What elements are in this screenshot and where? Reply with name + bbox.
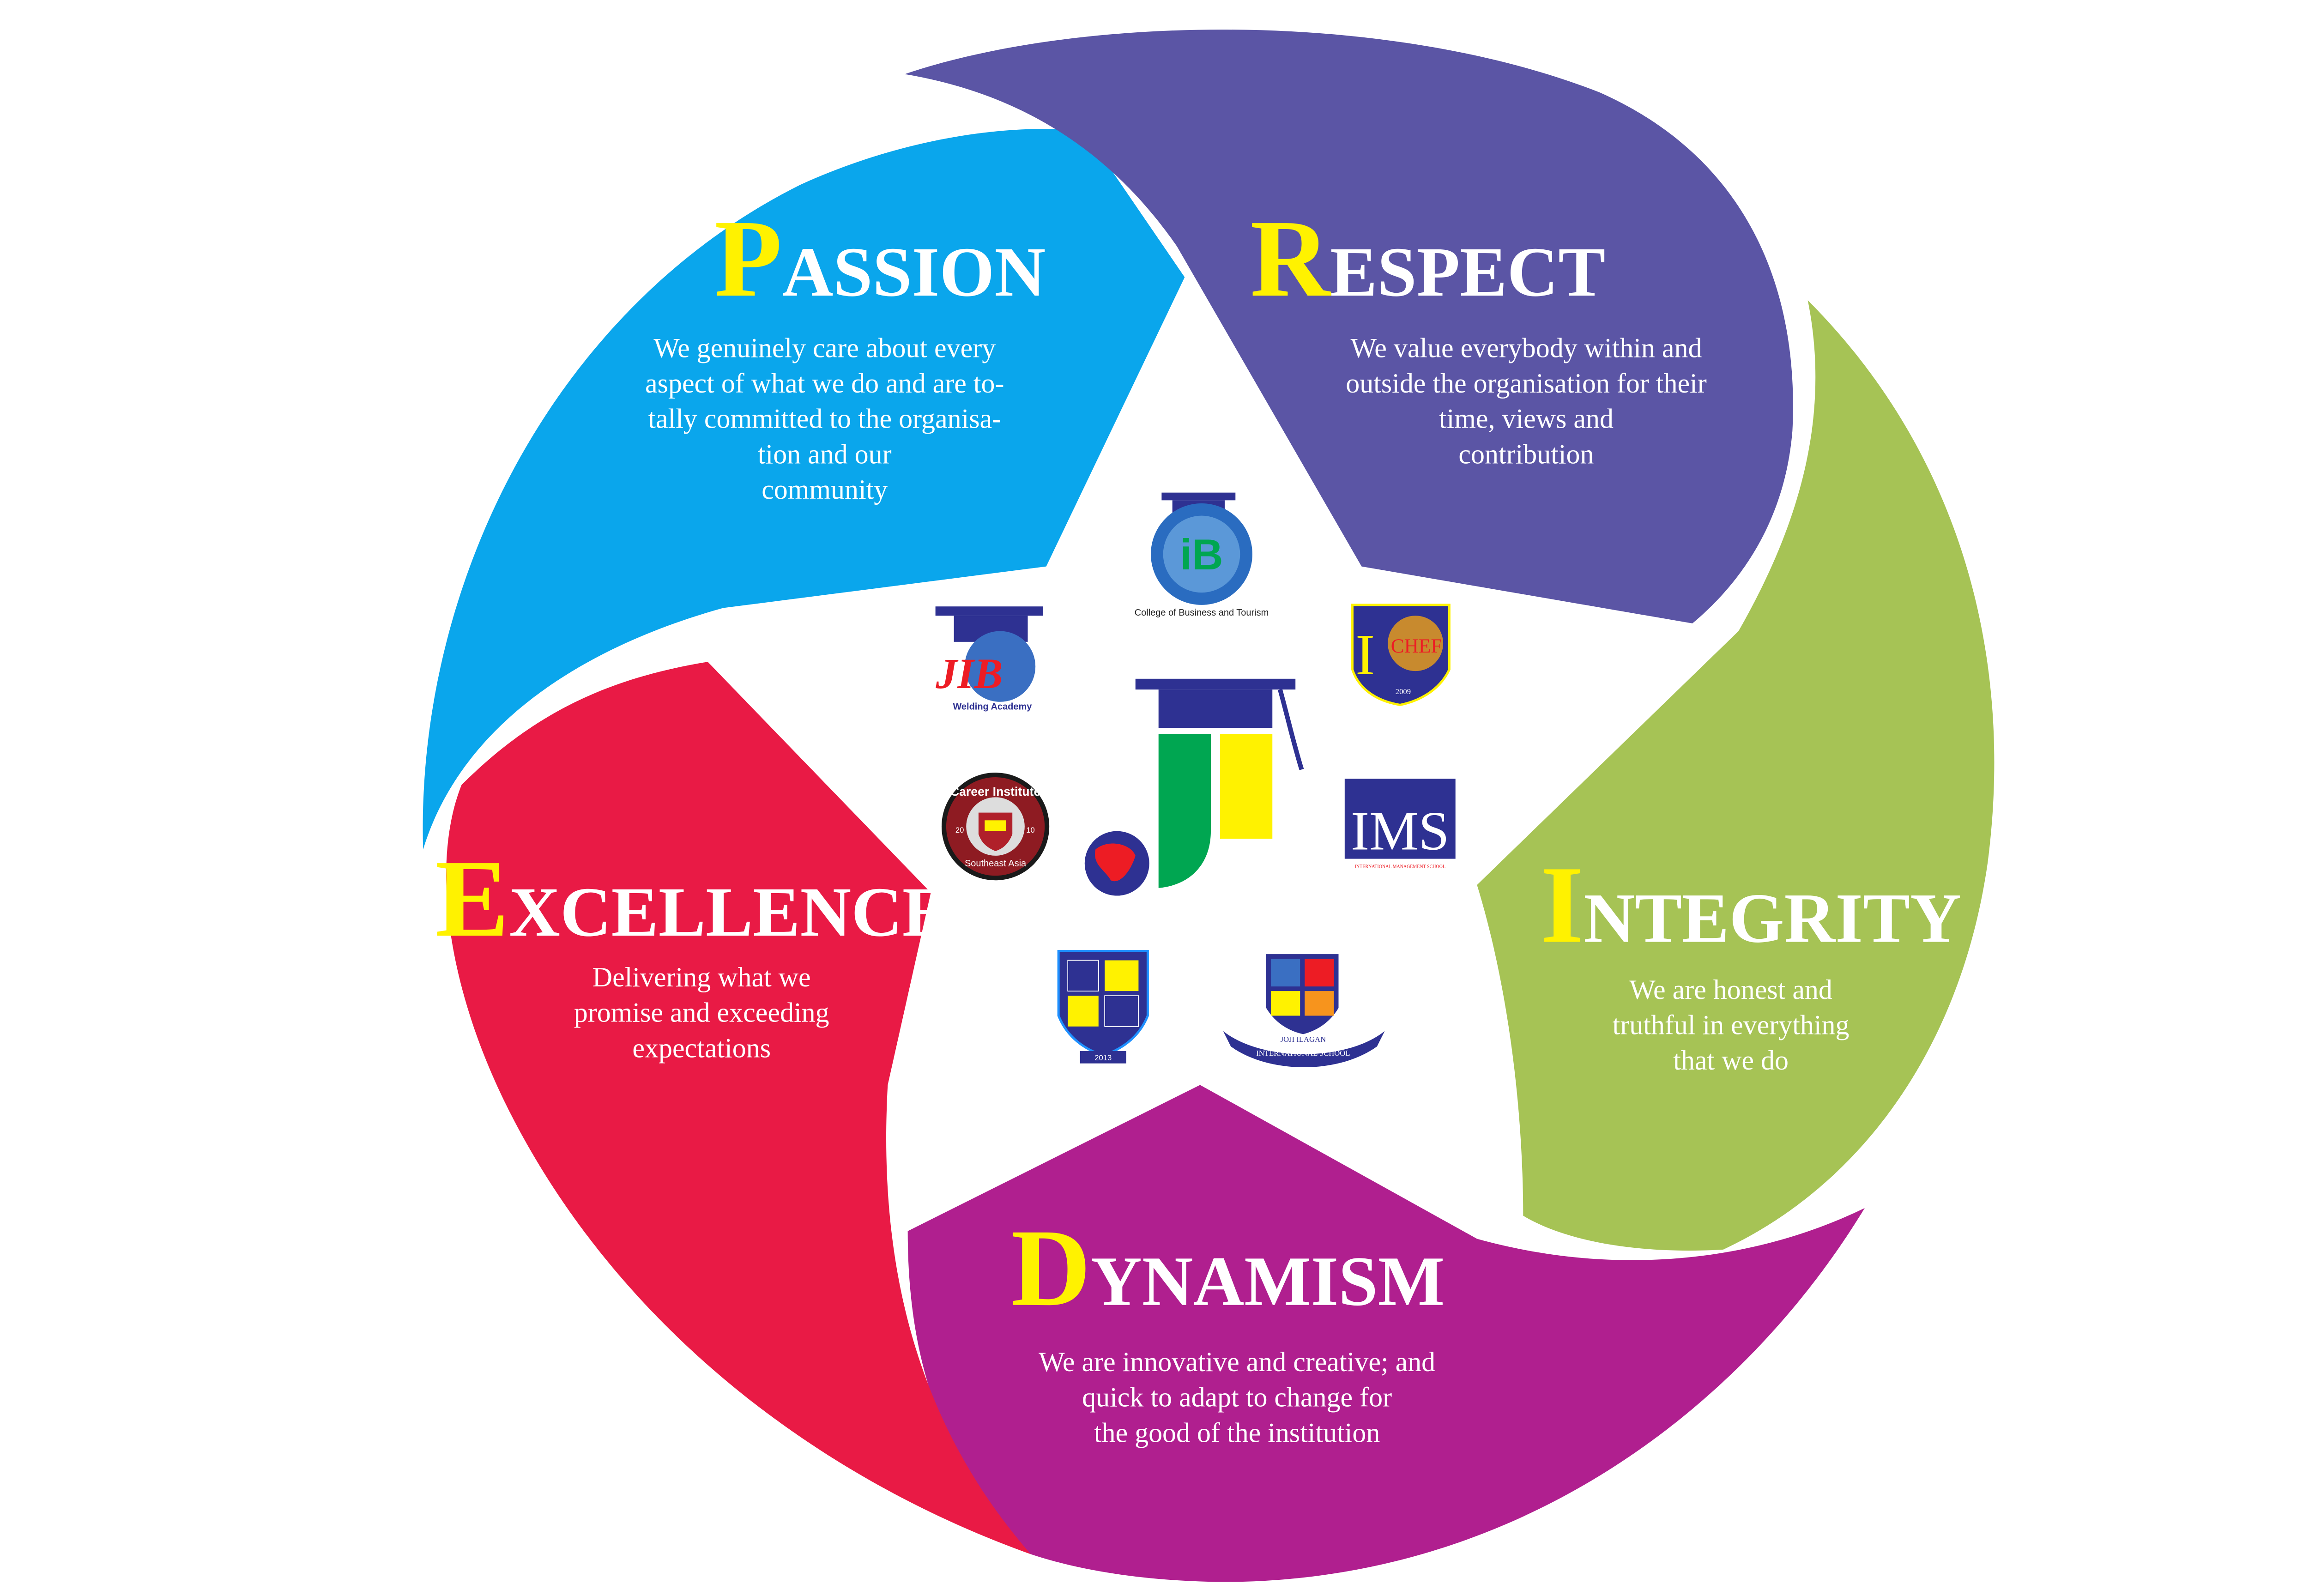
svg-text:INTERNATIONAL SCHOOL: INTERNATIONAL SCHOOL [1256,1049,1350,1058]
petal-excellence [446,662,1031,1554]
petal-dynamism [907,1085,1865,1582]
petal-integrity [1477,300,1995,1251]
ji-main-logo [1084,678,1304,896]
svg-text:Southeast Asia: Southeast Asia [965,858,1027,869]
college-of-business-logo: iB College of Business and Tourism [1135,492,1269,618]
heading-integrity: INTEGRITY [1541,843,1961,966]
ims-logo: IMS INTERNATIONAL MANAGEMENT SCHOOL [1344,779,1456,870]
svg-text:INTERNATIONAL MANAGEMENT SCHOO: INTERNATIONAL MANAGEMENT SCHOOL [1355,864,1445,870]
heading-respect: RESPECT [1250,197,1605,320]
petal-respect [904,30,1793,623]
svg-text:10: 10 [1026,826,1035,834]
heading-dynamism: DYNAMISM [1011,1206,1445,1329]
welding-academy-logo: JIB Welding Academy [935,606,1043,712]
svg-text:JOJI ILAGAN: JOJI ILAGAN [1281,1035,1326,1044]
ichef-logo: I CHEF 2009 [1351,604,1451,706]
svg-text:Welding Academy: Welding Academy [953,701,1032,712]
svg-text:2009: 2009 [1396,687,1411,696]
svg-text:CHEF: CHEF [1391,635,1442,657]
svg-text:iB: iB [1180,531,1223,579]
svg-text:I: I [1355,623,1375,687]
petal-passion [423,129,1185,850]
value-dynamism: DYNAMISM We are innovative and creative;… [1011,1206,1445,1448]
svg-text:IMS: IMS [1351,800,1449,862]
school-shield-logo: 2013 [1057,949,1149,1064]
svg-text:20: 20 [955,826,964,834]
svg-text:JIB: JIB [935,650,1003,698]
joji-ilagan-logo: JOJI ILAGAN INTERNATIONAL SCHOOL [1223,954,1385,1068]
career-institute-logo: Career Institute 20 10 Southeast Asia [941,773,1050,881]
svg-text:College of Business and Touris: College of Business and Tourism [1135,608,1269,618]
svg-text:Career Institute: Career Institute [950,785,1040,798]
heading-passion: PASSION [714,197,1046,320]
heading-excellence: EXCELLENCE [435,837,949,960]
svg-text:2013: 2013 [1094,1053,1112,1062]
